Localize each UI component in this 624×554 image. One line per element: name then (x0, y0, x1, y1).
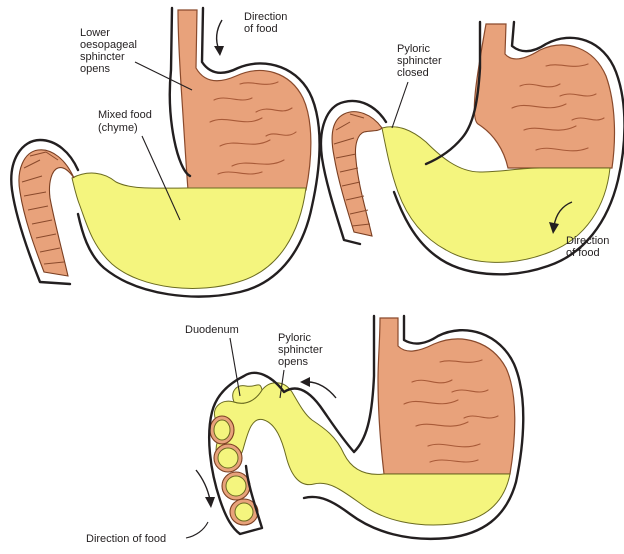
label-mixed-food: Mixed food (chyme) (98, 109, 155, 134)
label-direction-1: Direction of food (244, 11, 290, 35)
duodenum-1 (19, 150, 74, 276)
label-direction-3: Direction of food (86, 533, 166, 545)
duodenum-segments-3 (210, 416, 258, 525)
panel-top-left: Lower oesopageal sphincter opens Directi… (11, 8, 319, 297)
duodenum-2 (332, 112, 382, 236)
leader-duodenum (230, 338, 240, 396)
label-direction-2: Direction of food (566, 235, 612, 259)
leader-pyloric-closed (392, 82, 408, 128)
label-duodenum: Duodenum (185, 324, 239, 336)
label-pyloric-opens: Pyloric sphincter opens (278, 332, 326, 368)
arrow-direction-3 (196, 470, 215, 508)
label-lower-sphincter: Lower oesopageal sphincter opens (80, 27, 140, 75)
panel-bottom: Duodenum Pyloric sphincter opens Directi… (86, 316, 523, 545)
arrow-pyloric-opens (300, 377, 336, 398)
leader-direction-3 (186, 522, 208, 538)
arrow-direction-1 (214, 20, 224, 56)
label-pyloric-closed: Pyloric sphincter closed (397, 43, 445, 79)
panel-top-right: Pyloric sphincter closed Direction of fo… (321, 22, 624, 274)
